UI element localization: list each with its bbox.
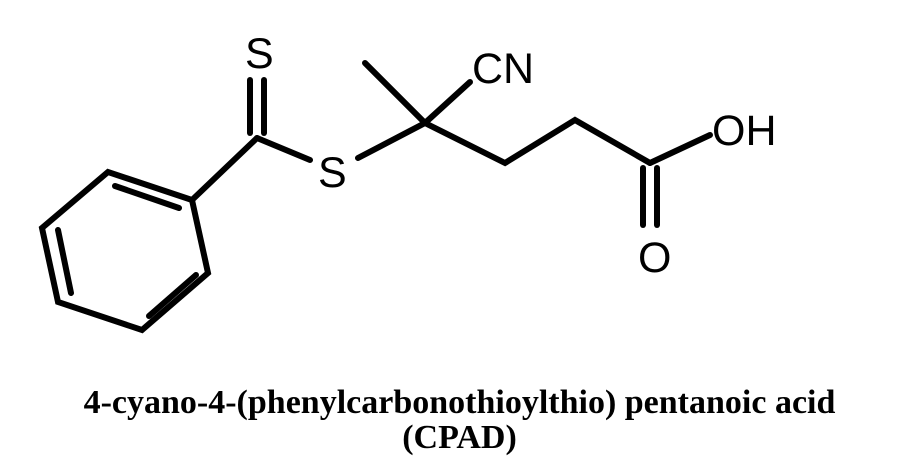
sulfur-thione-label: S bbox=[245, 30, 274, 78]
hydroxyl-label: OH bbox=[712, 107, 777, 155]
compound-abbreviation-caption: (CPAD) bbox=[402, 419, 517, 456]
pentanoic-acid-chain bbox=[422, 116, 713, 228]
quaternary-carbon-bonds bbox=[362, 60, 473, 126]
thioether-bond bbox=[355, 120, 428, 161]
carbonyl-oxygen-label: O bbox=[638, 234, 671, 282]
nitrile-label: CN bbox=[472, 45, 534, 93]
thiocarbonyl-group bbox=[189, 77, 313, 203]
benzene-ring bbox=[38, 168, 212, 334]
compound-name-caption: 4-cyano-4-(phenylcarbonothioylthio) pent… bbox=[83, 384, 836, 421]
sulfur-thioether-label: S bbox=[318, 149, 347, 197]
